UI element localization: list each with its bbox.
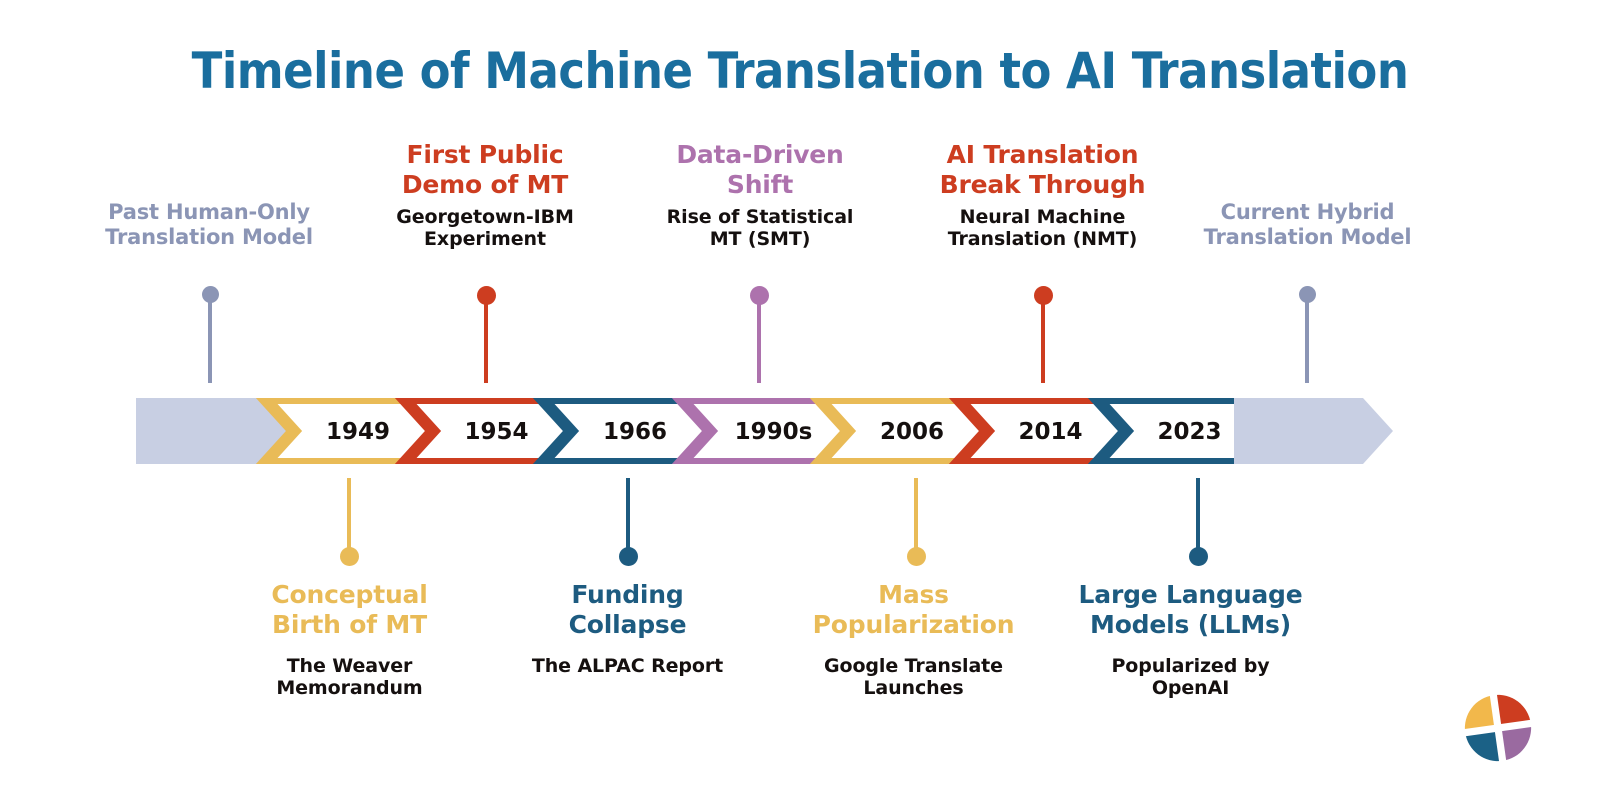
callout-mass-popularization: Mass Popularization Google Translate Lau… <box>786 580 1041 700</box>
logo-divider-horizontal <box>1462 719 1534 737</box>
timeline-year-label: 2014 <box>1018 419 1082 445</box>
timeline-chevron-band: 1949 1954 1966 1990s 2006 2014 2023 <box>136 398 1393 464</box>
timeline-year-label: 1990s <box>735 419 813 445</box>
logo-quadrant-top-right <box>1493 694 1531 728</box>
pin-stem <box>914 478 918 558</box>
logo-quadrant-bottom-right <box>1498 723 1532 761</box>
pin-dot <box>906 547 926 566</box>
timeline-year-label: 1966 <box>603 419 667 445</box>
segment-1949 <box>255 398 449 464</box>
pin-past-human-only <box>200 286 220 384</box>
callout-heading: AI Translation Break Through <box>939 140 1146 199</box>
pin-mass-popularization <box>906 478 926 566</box>
pin-stem <box>1305 295 1309 383</box>
pin-stem <box>208 295 212 383</box>
callout-funding-collapse: Funding Collapse The ALPAC Report <box>500 580 755 677</box>
timeline-year-label: 2023 <box>1157 419 1221 445</box>
callout-data-driven-shift: Data-Driven Shift Rise of Statistical MT… <box>635 140 885 251</box>
timeline-year-label: 1954 <box>464 419 528 445</box>
callout-subtext: Popularized by OpenAI <box>1111 655 1270 700</box>
pin-conceptual-birth <box>339 478 359 566</box>
segment-1954 <box>394 398 587 464</box>
callout-subtext: Google Translate Launches <box>824 655 1003 700</box>
callout-heading: Data-Driven Shift <box>676 140 844 199</box>
callout-conceptual-birth: Conceptual Birth of MT The Weaver Memora… <box>222 580 477 700</box>
callout-heading: Mass Popularization <box>812 580 1015 639</box>
callout-heading: Large Language Models (LLMs) <box>1078 580 1303 639</box>
logo-quadrant-top-left <box>1464 695 1498 733</box>
callout-subtext: Rise of Statistical MT (SMT) <box>666 206 854 251</box>
pin-first-public-demo <box>476 286 496 384</box>
callout-subtext: Neural Machine Translation (NMT) <box>947 206 1138 251</box>
pin-large-language-models <box>1188 478 1208 566</box>
pin-dot <box>1298 286 1316 303</box>
timeline-year-label: 1949 <box>326 419 390 445</box>
segment-1966 <box>532 398 726 464</box>
segment-1990s <box>671 398 864 464</box>
pin-stem <box>626 478 630 558</box>
four-quadrant-circle-logo <box>1462 692 1534 764</box>
segment-2006 <box>809 398 1003 464</box>
logo-quadrant-bottom-left <box>1465 728 1503 762</box>
start-cap <box>136 398 300 464</box>
timeline-year-label: 2006 <box>880 419 944 445</box>
pin-dot <box>1188 547 1208 566</box>
pin-stem <box>484 295 488 383</box>
callout-heading: Past Human-Only Translation Model <box>105 200 313 249</box>
callout-heading: Current Hybrid Translation Model <box>1203 200 1412 249</box>
pin-dot <box>201 286 219 303</box>
pin-data-driven-shift <box>749 286 769 384</box>
callout-heading: Funding Collapse <box>568 580 687 639</box>
callout-subtext: Georgetown-IBM Experiment <box>396 206 574 251</box>
pin-ai-translation-breakthrough <box>1033 286 1053 384</box>
callout-large-language-models: Large Language Models (LLMs) Popularized… <box>1058 580 1323 700</box>
pin-stem <box>757 295 761 383</box>
pin-dot <box>339 547 359 566</box>
pin-funding-collapse <box>618 478 638 566</box>
pin-dot <box>618 547 638 566</box>
page-title: Timeline of Machine Translation to AI Tr… <box>191 42 1409 100</box>
callout-first-public-demo: First Public Demo of MT Georgetown-IBM E… <box>360 140 610 251</box>
callout-past-human-only: Past Human-Only Translation Model <box>84 200 334 257</box>
pin-stem <box>1041 295 1045 383</box>
pin-current-hybrid <box>1297 286 1317 384</box>
callout-subtext: The ALPAC Report <box>531 655 724 677</box>
callout-current-hybrid: Current Hybrid Translation Model <box>1180 200 1435 257</box>
pin-stem <box>1196 478 1200 558</box>
callout-heading: Conceptual Birth of MT <box>271 580 428 639</box>
segment-2023 <box>1087 398 1280 464</box>
callout-ai-translation-breakthrough: AI Translation Break Through Neural Mach… <box>910 140 1175 251</box>
callout-subtext: The Weaver Memorandum <box>276 655 423 700</box>
segment-2014 <box>948 398 1141 464</box>
end-cap <box>1234 398 1393 464</box>
pin-stem <box>347 478 351 558</box>
callout-heading: First Public Demo of MT <box>401 140 569 199</box>
